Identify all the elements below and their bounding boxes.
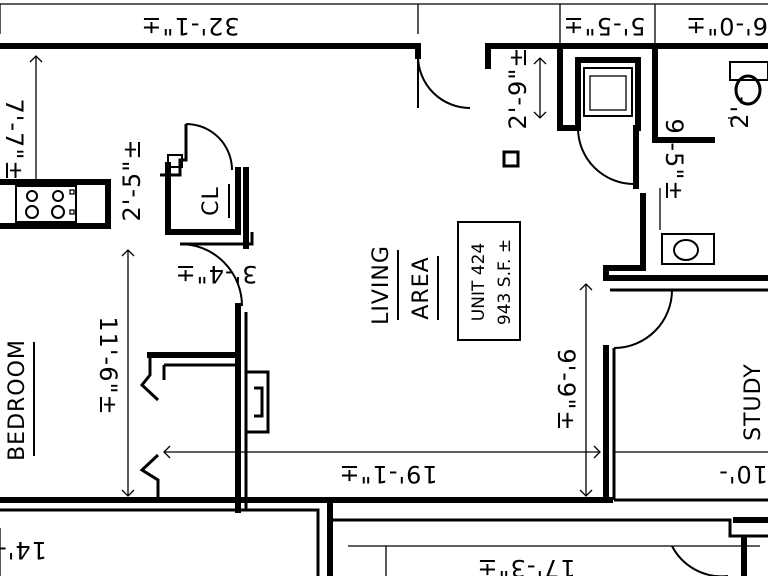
toilet-tank	[729, 61, 768, 81]
study-top-wall	[603, 193, 768, 281]
dim-study-right: 10'-	[718, 460, 768, 488]
burner	[25, 205, 39, 219]
dimension-line	[559, 4, 656, 46]
burner	[52, 190, 64, 202]
walls	[0, 43, 768, 576]
dim-top-right: 6'-0"±	[685, 12, 768, 40]
room-living-line1: LIVING	[369, 245, 394, 325]
sink-bowl	[673, 239, 699, 261]
room-living-line2: AREA	[409, 256, 434, 319]
dim-top-width: 32'-1"±	[140, 12, 239, 40]
fridge-handle	[167, 154, 183, 168]
dim-bath-right: 2'-	[726, 95, 754, 129]
bottom-door-swing	[671, 545, 728, 576]
dimension-line	[0, 4, 419, 34]
bath-tub-wall	[575, 57, 641, 131]
kitchen-counter	[0, 179, 111, 229]
dim-bottom-left: 14'-	[0, 536, 47, 564]
dim-living-width: 19'-1"±	[338, 460, 437, 488]
burner	[51, 205, 65, 219]
dimension-line	[29, 55, 43, 63]
study-door-swing	[613, 289, 673, 349]
dimension-line	[121, 249, 135, 497]
dim-bedroom-height: 11'-6"±	[94, 316, 122, 415]
dimension-line	[533, 57, 547, 119]
sink	[661, 233, 715, 265]
bottom-wall-left-inner	[0, 508, 320, 576]
dimension-line	[163, 445, 601, 459]
bedroom-door-swing	[179, 243, 243, 307]
top-wall-left	[0, 43, 421, 59]
unit-tag-box	[457, 221, 521, 341]
dim-living-height: 9'-9"±	[552, 349, 580, 432]
dim-bath-upper: 2'-9"±	[504, 47, 532, 130]
top-wall-right	[485, 43, 768, 69]
fixtures	[15, 61, 768, 265]
closet-door-swing	[185, 123, 233, 171]
partition-niche	[246, 370, 270, 434]
labels: 32'-1"± 5'-5"± 6'-0"± 2'-9"± 2'- 9'-5"± …	[0, 12, 768, 576]
unit-tag-line1: UNIT 424	[469, 243, 489, 321]
doors	[179, 55, 728, 576]
dim-kitchen-small: 2'-5"±	[118, 139, 146, 222]
entry-door-swing	[417, 55, 471, 109]
column	[502, 150, 520, 168]
dim-top-mid: 5'-5"±	[563, 12, 646, 40]
room-closet: CL	[199, 186, 224, 216]
partition-niche-inner	[254, 386, 264, 418]
dim-kitchen-left: 7'-7"±	[0, 99, 28, 182]
bifold-door-2	[139, 453, 160, 498]
stove-knob	[69, 189, 75, 195]
dim-closet-width: 3'-4"±	[175, 260, 258, 288]
toilet	[734, 74, 762, 106]
dim-bottom-mid: 17'-3"±	[476, 554, 575, 576]
bath-wall-1	[557, 43, 581, 131]
closet-bottom	[180, 232, 254, 246]
stove-knob	[69, 209, 75, 215]
bath-door-swing	[577, 127, 635, 185]
closet-jamb	[160, 124, 188, 177]
burner	[26, 190, 38, 202]
bathtub-inner	[589, 75, 627, 111]
bottom-wall-mid-inner	[330, 518, 768, 538]
dimension-lines	[0, 3, 768, 576]
bath-wall-2	[652, 43, 715, 143]
room-study: STUDY	[741, 363, 766, 441]
unit-tag-line2: 943 S.F. ±	[495, 239, 515, 325]
dim-bath-lower: 9'-5"±	[660, 119, 688, 202]
stove	[15, 185, 77, 223]
bifold-door-1	[139, 355, 160, 402]
dimension-line	[579, 283, 593, 497]
closet-wall	[165, 162, 241, 235]
room-bedroom: BEDROOM	[5, 339, 30, 461]
bathtub	[583, 67, 633, 117]
